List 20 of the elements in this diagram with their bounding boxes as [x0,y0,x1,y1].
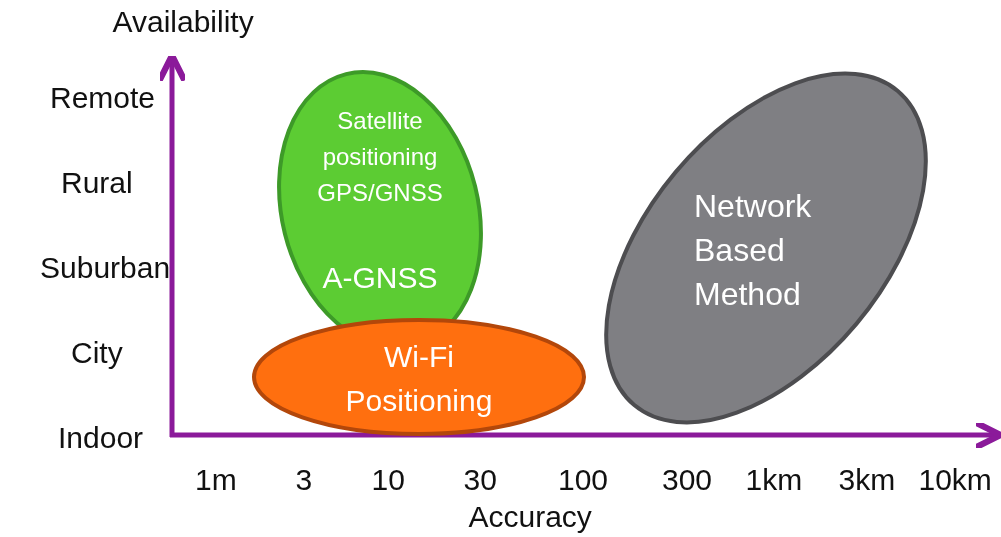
axis-tick-label: Remote [50,81,156,115]
axis-tick-label: 1m [195,463,237,497]
method-label: A-GNSS [321,260,439,296]
axis-tick-label: 10 [371,463,405,497]
axis-title: Availability [112,5,254,39]
axis-tick-label: 10km [918,463,992,497]
axis-tick-label: Suburban [40,251,171,285]
axis-tick-label: City [71,336,123,370]
axis-tick-label: 30 [463,463,497,497]
axis-tick-label: Indoor [58,421,144,455]
method-label: Wi-Fi Positioning [344,339,494,419]
method-label: Network Based Method [694,187,813,314]
axis-tick-label: 3 [295,463,313,497]
axis-title: Accuracy [468,500,592,534]
axis-tick-label: 100 [558,463,609,497]
method-label: Satellite positioning GPS/GNSS [316,106,444,208]
axis-tick-label: 3km [838,463,896,497]
axis-tick-label: 300 [662,463,713,497]
axis-tick-label: 1km [745,463,803,497]
axis-tick-label: Rural [61,166,133,200]
